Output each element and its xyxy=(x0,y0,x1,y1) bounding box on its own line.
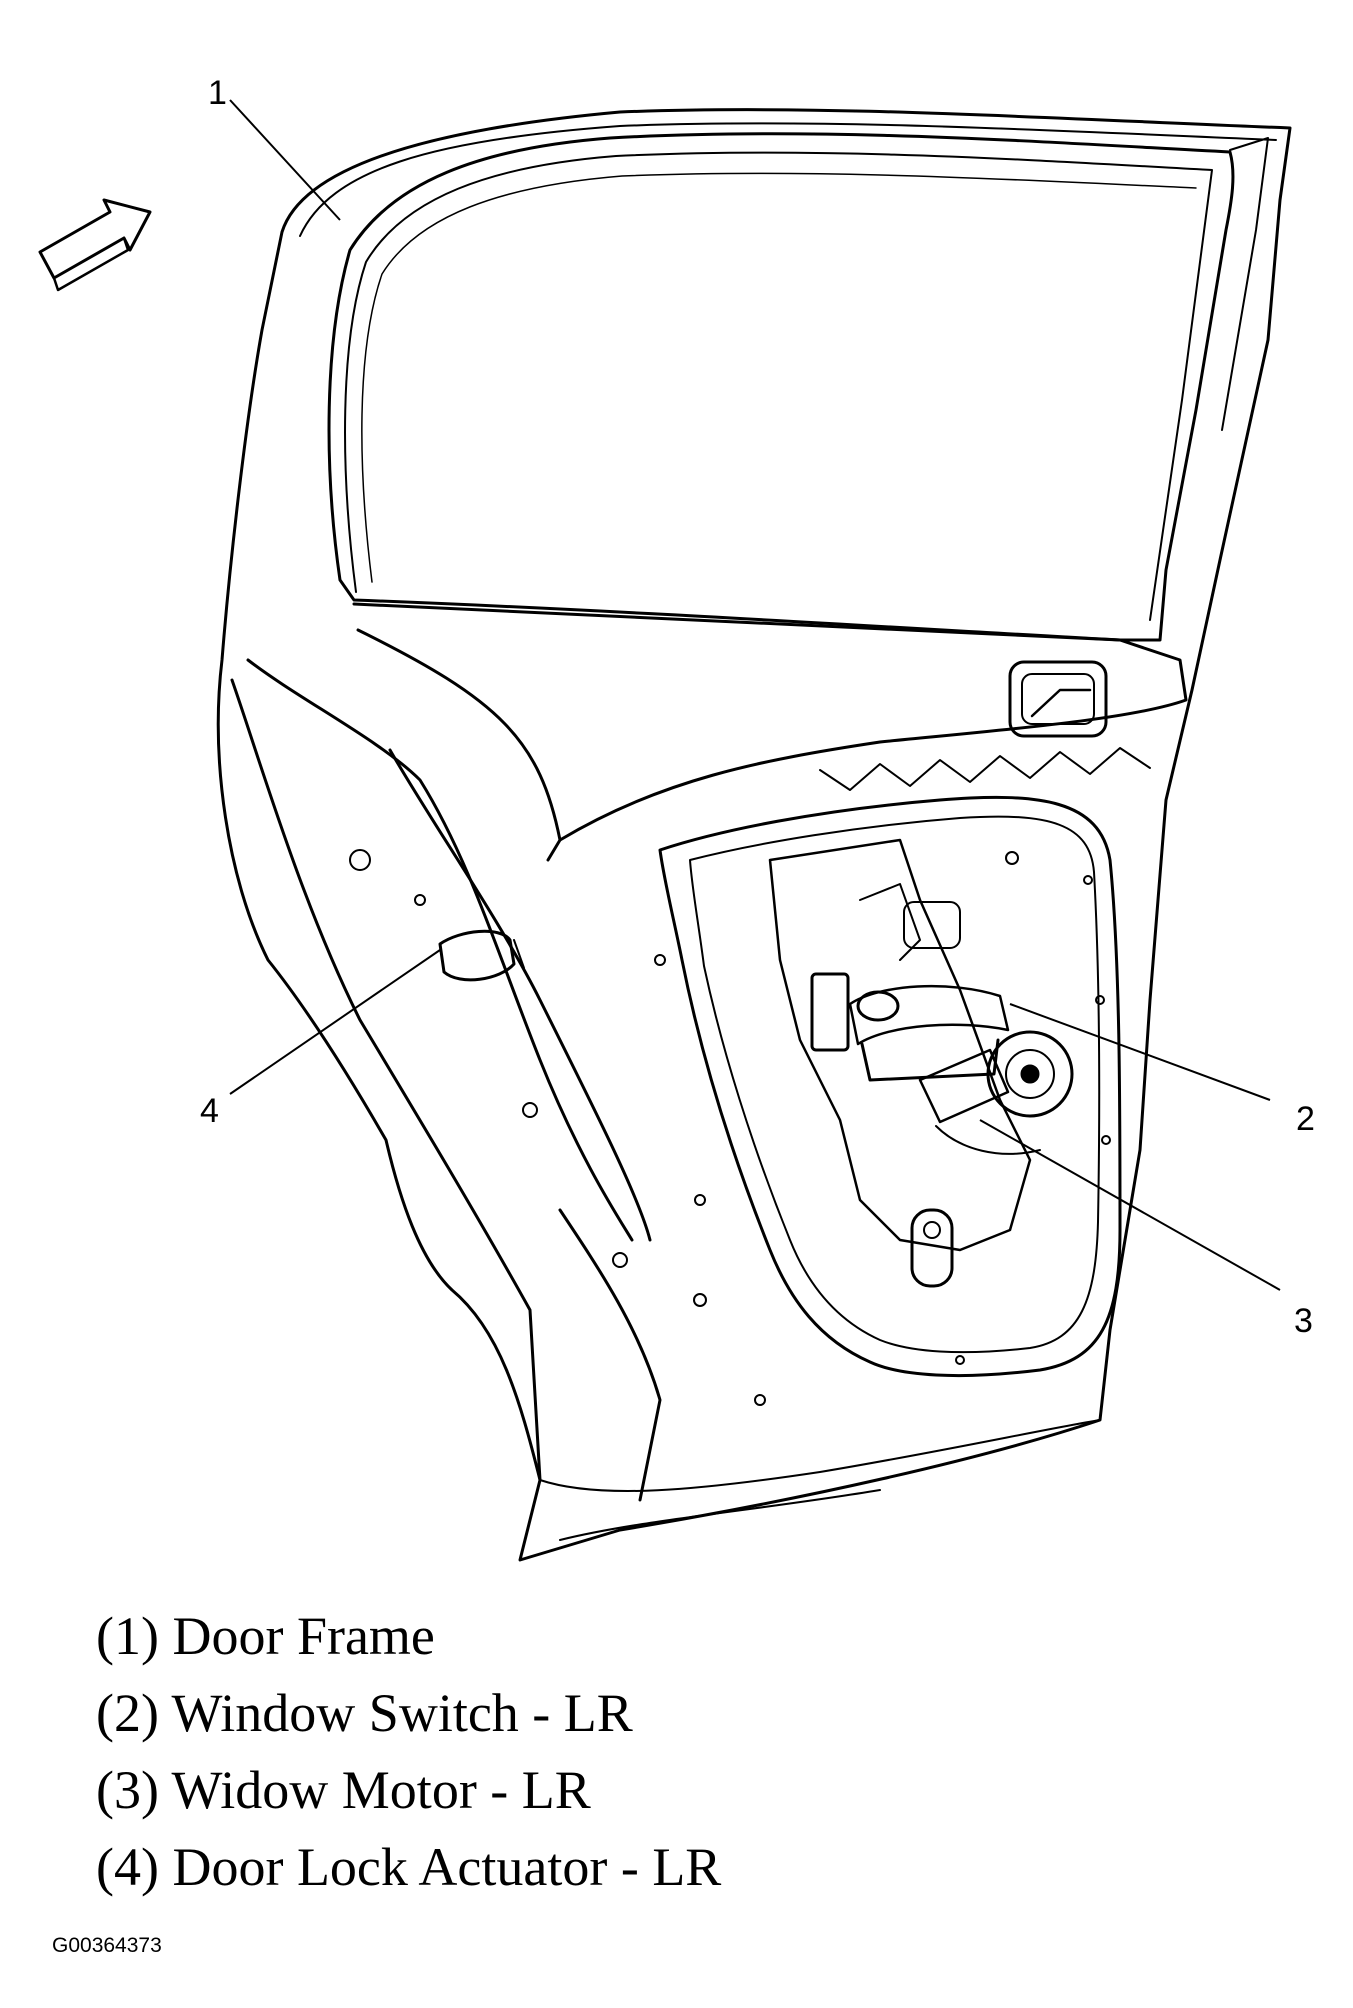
callout-leader-1 xyxy=(229,99,341,221)
door-inner-panel xyxy=(658,795,1122,1378)
parts-legend: (1) Door Frame (2) Window Switch - LR (3… xyxy=(96,1598,721,1906)
window-opening xyxy=(327,132,1235,642)
door-lock-actuator xyxy=(438,929,516,982)
callout-number-1: 1 xyxy=(208,74,227,112)
legend-item-window-switch: (2) Window Switch - LR xyxy=(96,1683,633,1743)
legend-item-window-motor: (3) Widow Motor - LR xyxy=(96,1760,591,1820)
direction-arrow-icon xyxy=(38,198,152,280)
window-switch-bracket xyxy=(810,972,850,1052)
callout-number-4: 4 xyxy=(200,1092,219,1130)
figure-id: G00364373 xyxy=(52,1934,162,1957)
callout-number-2: 2 xyxy=(1296,1100,1315,1138)
window-motor xyxy=(986,1030,1074,1118)
door-frame xyxy=(216,108,1292,1562)
door-illustration: 1 2 3 4 xyxy=(38,74,1315,1562)
callout-leader-2 xyxy=(1009,1003,1271,1101)
callout-leader-3 xyxy=(979,1119,1281,1291)
interior-door-handle xyxy=(1008,660,1108,738)
legend-item-door-frame: (1) Door Frame xyxy=(96,1606,435,1666)
legend-item-door-lock-actuator: (4) Door Lock Actuator - LR xyxy=(96,1837,722,1897)
callout-leader-4 xyxy=(229,949,441,1095)
callout-number-3: 3 xyxy=(1294,1302,1313,1340)
